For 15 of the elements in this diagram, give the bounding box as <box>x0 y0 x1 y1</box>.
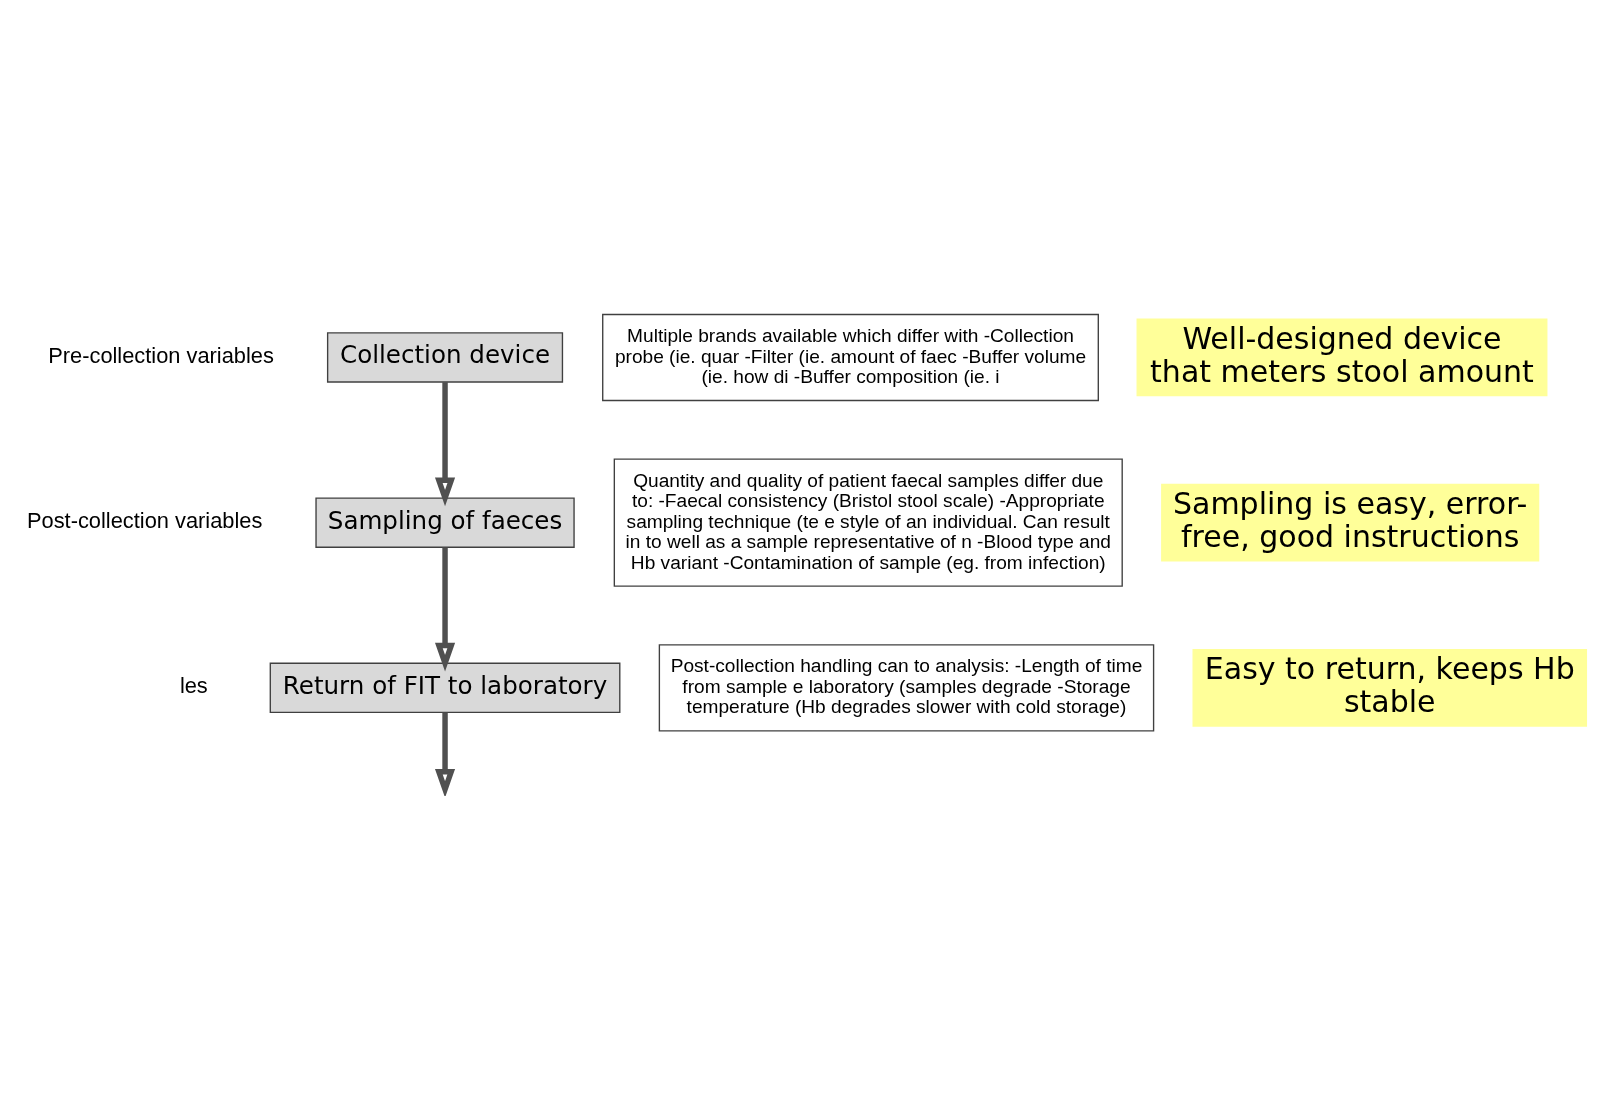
node-box: Return of FIT to laboratory <box>269 662 621 713</box>
arrow <box>435 712 456 796</box>
node-box: Sampling of faeces <box>315 496 575 548</box>
label: Post-collection variables <box>27 507 263 533</box>
label: Pre-collection variables <box>48 342 274 368</box>
node-box: Easy to return, keeps Hb stable <box>1192 648 1588 727</box>
arrow <box>435 546 456 671</box>
label: les <box>179 672 208 698</box>
node-box: Quantity and quality of patient faecal samples differ due to: -Faecal consistency (Bristol stool scale) -Appropriate sampling technique (te e style of an individual. Can result in to well as a sample representative of n -Blood type and Hb variant -Contamination of sample (eg. from infection) <box>613 458 1123 587</box>
node-box: Post-collection handling can to analysis: -Length of time from sample e laboratory (samples degrade -Storage temperature (Hb degrades slower with cold storage) <box>658 643 1155 732</box>
node-box: Multiple brands available which differ with -Collection probe (ie. quar -Filter (ie. amount of faec -Buffer volume (ie. how di -Buffer composition (ie. i <box>602 313 1099 401</box>
node-box: Sampling is easy, error-free, good instructions <box>1161 483 1540 562</box>
node-box: Well-designed device that meters stool amount <box>1136 318 1548 396</box>
arrow <box>435 381 456 506</box>
node-box: Collection device <box>326 331 564 383</box>
